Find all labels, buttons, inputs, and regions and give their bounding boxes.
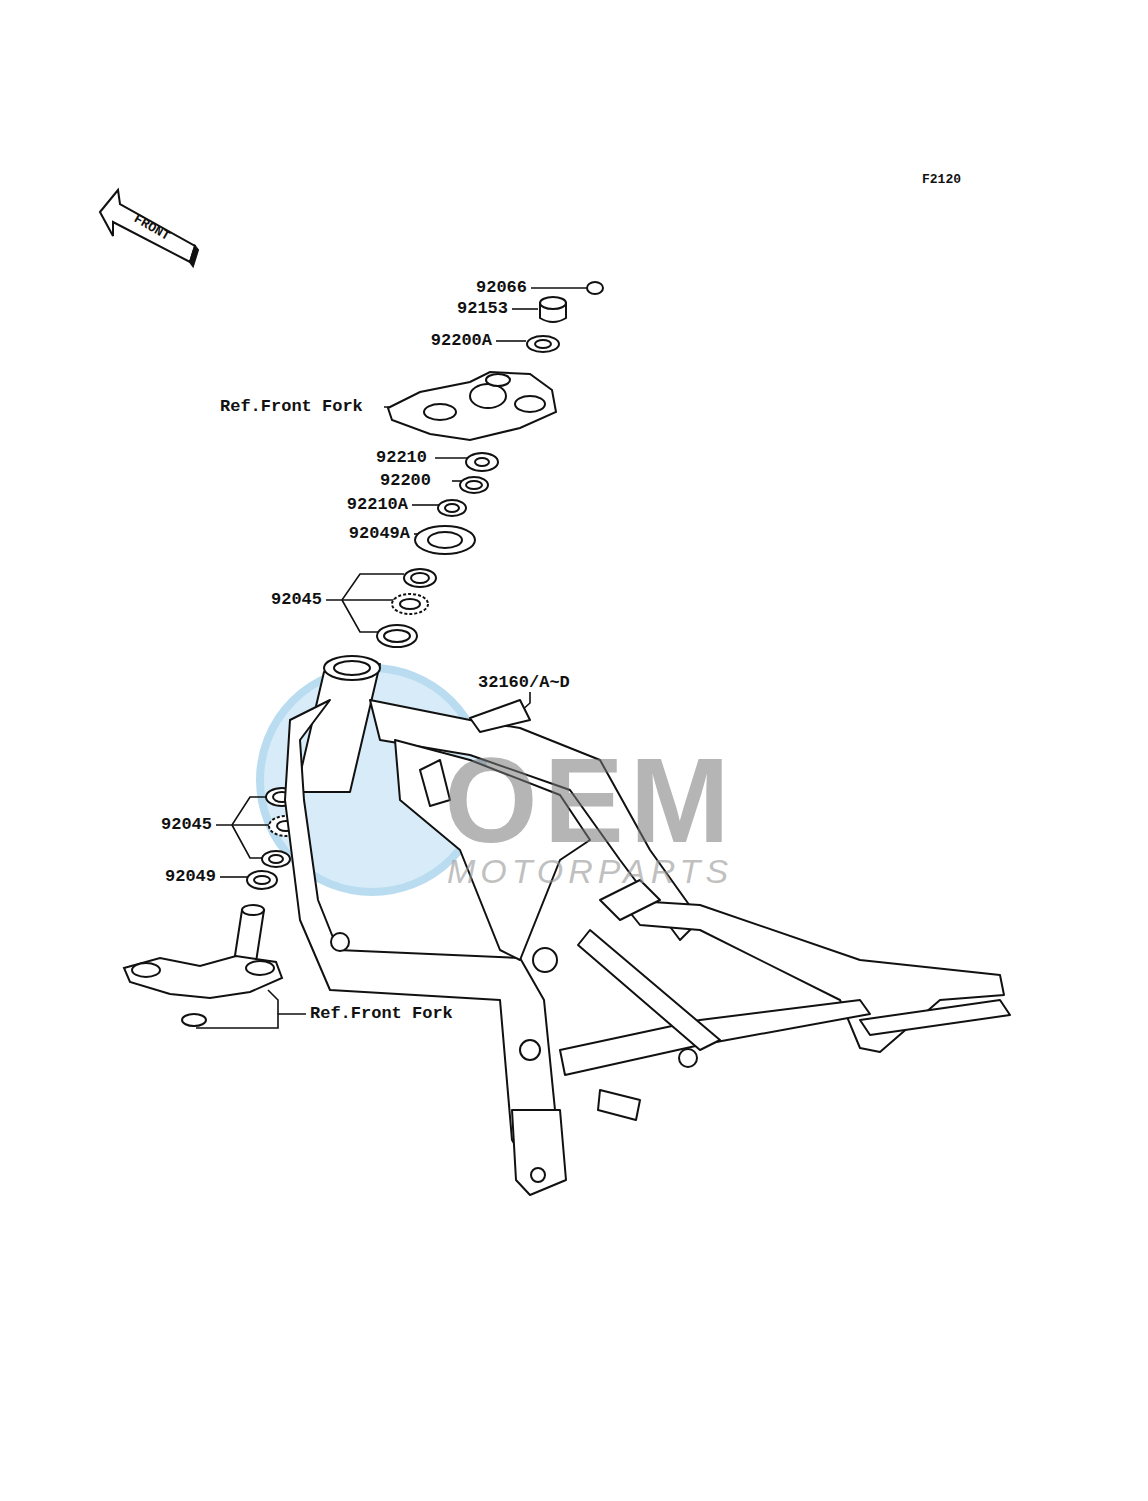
part-number: 92045 [271, 591, 322, 610]
part-number: 92200A [431, 332, 492, 351]
drawing-part [342, 599, 400, 601]
drawing-part [411, 573, 429, 583]
drawing-part [246, 961, 274, 975]
drawing-part [100, 190, 198, 266]
drawing-part [190, 246, 198, 266]
drawing-part [232, 825, 264, 858]
drawing-part [515, 396, 545, 412]
drawing-part [392, 594, 428, 614]
drawing-part [578, 930, 720, 1050]
drawing-part [254, 876, 270, 884]
drawing-part [527, 336, 559, 352]
drawing-part [424, 404, 456, 420]
drawing-part [860, 1000, 1010, 1035]
part-number: 92210 [376, 449, 427, 468]
drawing-part [220, 876, 248, 878]
drawing-part [196, 1014, 306, 1028]
drawing-part [100, 190, 195, 262]
drawing-part [268, 990, 278, 1014]
drawing-part [334, 661, 370, 675]
part-number: 92210A [347, 496, 408, 515]
drawing-part [512, 308, 538, 310]
drawing-part [460, 477, 488, 493]
drawing-part [470, 384, 506, 408]
drawing-part [470, 700, 530, 732]
drawing-part [400, 599, 420, 609]
drawing-part [435, 457, 468, 459]
part-number: 92049 [165, 868, 216, 887]
drawing-part [535, 340, 551, 348]
drawing-part [587, 282, 603, 294]
drawing-part [384, 630, 410, 642]
drawing-part [486, 374, 510, 386]
drawing-part [475, 458, 489, 466]
drawing-part [466, 453, 498, 471]
drawing-part [269, 855, 283, 863]
reference-note: Ref.Front Fork [310, 1005, 453, 1024]
drawing-part [533, 948, 557, 972]
drawing-part [679, 1049, 697, 1067]
drawing-part [124, 956, 282, 998]
drawing-part [496, 340, 526, 342]
drawing-part [377, 625, 417, 647]
drawing-part [124, 282, 603, 1026]
part-number: 92066 [476, 279, 527, 298]
drawing-part [438, 500, 466, 516]
drawing-part [132, 963, 160, 977]
drawing-part [234, 910, 264, 962]
drawing-part [520, 1040, 540, 1060]
drawing-part [247, 871, 277, 889]
drawing-part [412, 504, 440, 506]
drawing-part [242, 905, 264, 915]
drawing-part [531, 287, 588, 289]
drawing-part [512, 1110, 566, 1195]
drawing-part [216, 797, 268, 825]
drawing-part [404, 569, 436, 587]
drawing-part [445, 504, 459, 512]
part-number: 92200 [380, 472, 431, 491]
watermark: OEM [444, 734, 735, 866]
drawing-part [540, 297, 566, 309]
part-number: 92153 [457, 300, 508, 319]
drawing-part [182, 1014, 206, 1026]
drawing-part [232, 824, 274, 826]
drawing-part [428, 532, 462, 548]
part-number: 92049A [349, 525, 410, 544]
watermark: MOTORPARTS [447, 853, 733, 890]
drawing-part [531, 1168, 545, 1182]
drawing-part [324, 656, 380, 680]
drawing-number: F2120 [922, 173, 961, 187]
drawing-part [388, 372, 556, 440]
drawing-part [415, 526, 475, 554]
drawing-part [466, 481, 482, 489]
part-number: 32160/A~D [478, 674, 570, 693]
drawing-part [262, 851, 290, 867]
drawing-part [331, 933, 349, 951]
part-number: 92045 [161, 816, 212, 835]
drawing-part [285, 656, 1010, 1195]
drawing-part [598, 1090, 640, 1120]
reference-note: Ref.Front Fork [220, 398, 363, 417]
drawing-part [326, 574, 404, 600]
